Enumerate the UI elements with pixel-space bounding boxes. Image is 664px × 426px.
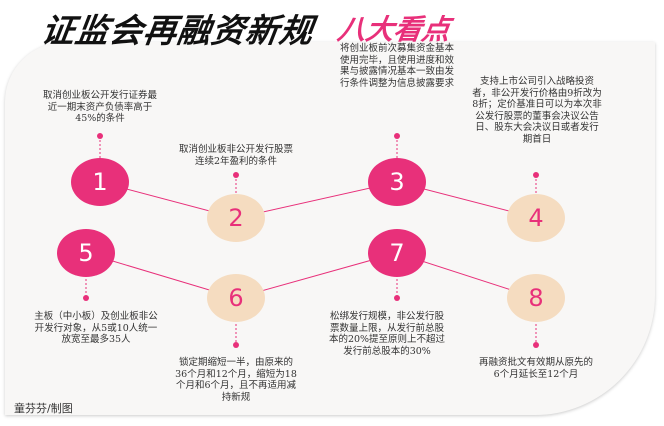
point-text-3: 将创业板前次募集资金基本使用完毕，且使用进度和效果与披露情况基本一致由发行条件调… <box>339 43 454 89</box>
point-circle-2: 2 <box>207 194 265 242</box>
point-text-4: 支持上市公司引入战略投资者，非公开发行价格由9折改为8折；定价基准日可以为本次非… <box>472 76 602 145</box>
point-text-2: 取消创业板非公开发行股票连续2年盈利的条件 <box>178 144 293 167</box>
credit-text: 童芬芬/制图 <box>14 402 73 415</box>
point-circle-5: 5 <box>57 229 115 277</box>
point-circle-3: 3 <box>368 158 426 206</box>
point-circle-7: 7 <box>368 229 426 277</box>
point-text-8: 再融资批文有效期从原先的6个月延长至12个月 <box>478 357 593 380</box>
bottom-zigzag-line <box>85 252 537 299</box>
point-circle-1: 1 <box>71 158 129 206</box>
point-circle-8: 8 <box>507 274 565 322</box>
point-text-1: 取消创业板公开发行证券最近一期末资产负债率高于45%的条件 <box>42 90 157 124</box>
point-text-5: 主板（中小板）及创业板非公开发行对象，从5或10人统一放宽至最多35人 <box>34 311 158 345</box>
top-zigzag-line <box>99 181 537 219</box>
point-circle-6: 6 <box>207 274 265 322</box>
point-text-7: 松绑发行规模，非公发行股票数量上限，从发行前总股本的20%提至原则上不超过发行前… <box>328 311 446 357</box>
point-text-6: 锁定期缩短一半，由原来的36个月和12个月，缩短为18个月和6个月，且不再适用减… <box>175 357 297 403</box>
marker-dots <box>83 133 539 348</box>
point-circle-4: 4 <box>507 194 565 242</box>
